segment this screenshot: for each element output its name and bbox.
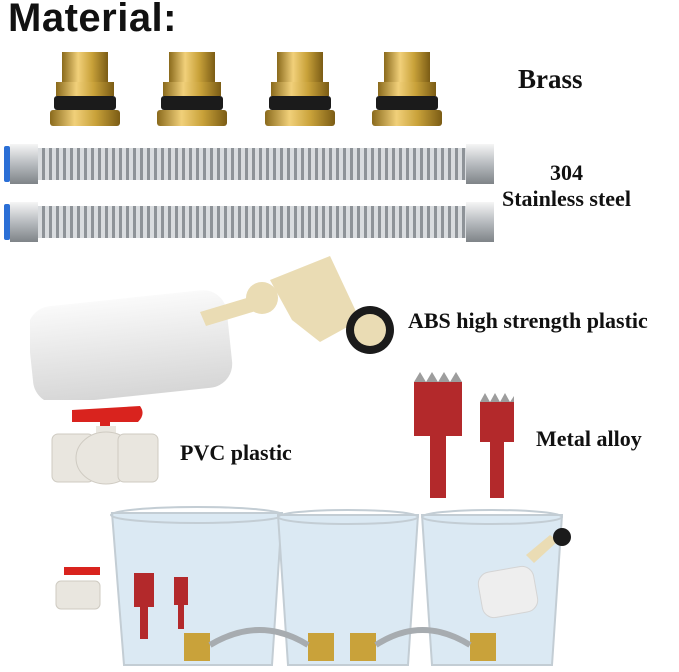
abs-float-valve-image bbox=[30, 256, 394, 400]
brass-fitting-1 bbox=[50, 52, 120, 126]
mini-pvc-valve bbox=[55, 567, 101, 610]
hole-saws-image bbox=[414, 372, 514, 498]
brass-fitting-4 bbox=[372, 52, 442, 126]
mini-brass-fittings bbox=[184, 633, 496, 661]
mini-hole-saws bbox=[134, 573, 188, 639]
label-brass: Brass bbox=[518, 64, 583, 94]
stainless-hose-1 bbox=[4, 144, 494, 184]
mini-float-valve bbox=[477, 528, 571, 619]
pvc-ball-valve-image bbox=[51, 406, 159, 485]
brass-fittings-image bbox=[50, 52, 442, 126]
label-steel-material: Stainless steel bbox=[502, 186, 631, 211]
hole-saw-large bbox=[414, 372, 462, 498]
page-title: Material: bbox=[8, 0, 177, 40]
hole-saw-small bbox=[480, 393, 514, 498]
stainless-hose-2 bbox=[4, 202, 494, 242]
brass-fitting-2 bbox=[157, 52, 227, 126]
label-pvc-plastic: PVC plastic bbox=[180, 440, 292, 465]
label-stainless-steel: 304 Stainless steel bbox=[502, 160, 631, 212]
brass-fitting-3 bbox=[265, 52, 335, 126]
label-steel-grade: 304 bbox=[549, 160, 583, 185]
bucket-2 bbox=[276, 509, 420, 666]
mini-stainless-hoses bbox=[208, 627, 472, 648]
buckets-assembly-image bbox=[55, 506, 571, 666]
stainless-hoses-image bbox=[4, 144, 494, 242]
label-abs-plastic: ABS high strength plastic bbox=[408, 308, 648, 333]
label-metal-alloy: Metal alloy bbox=[536, 426, 642, 451]
